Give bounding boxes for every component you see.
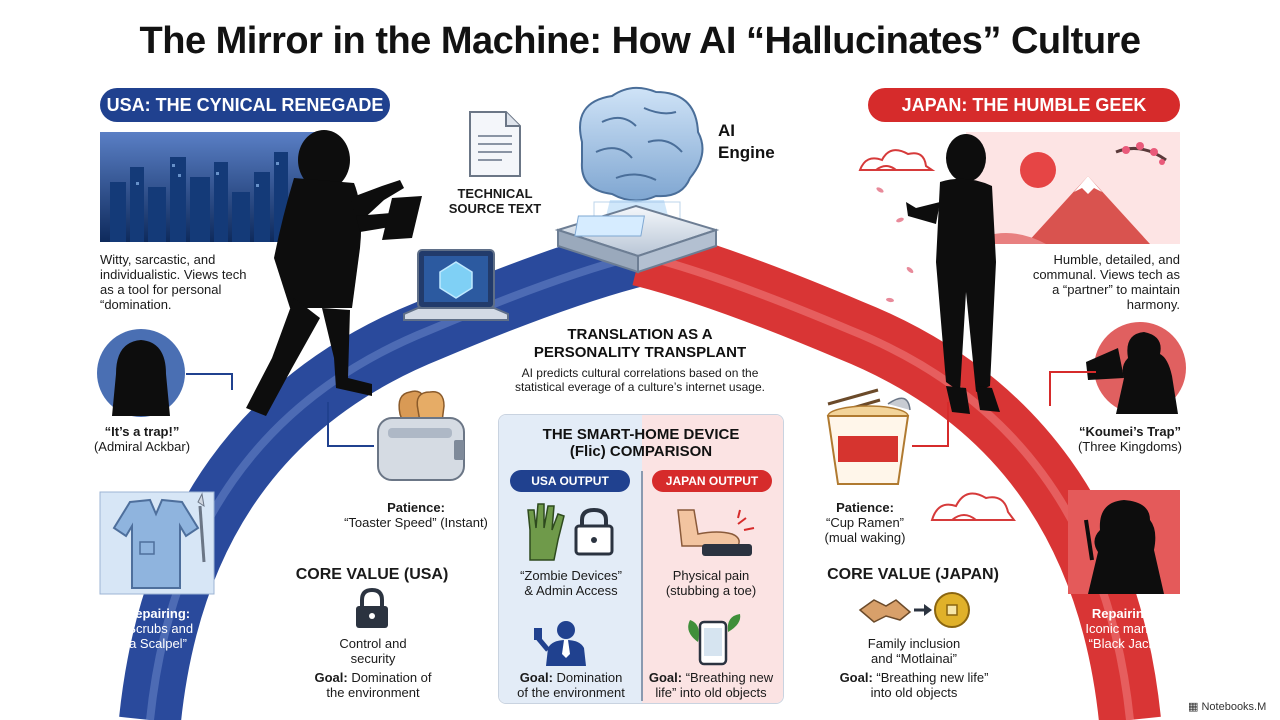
zombie-hand-lock-icon [527, 503, 614, 561]
cloud-decoration-icon [858, 149, 936, 171]
scrubs-scalpel-icon [99, 491, 215, 595]
foot-stubbing-toe-icon [677, 509, 755, 556]
usa-repairing: Repairing: “Scrubs and a Scalpel” [122, 606, 194, 651]
usa-core-value-heading: CORE VALUE (USA) [295, 566, 449, 583]
usa-core-value-text: Control and security [339, 636, 407, 666]
handshake-coin-icon [858, 592, 970, 628]
usa-patience: Patience: “Toaster Speed” (Instant) [344, 500, 488, 530]
japan-mount-fuji-image [966, 132, 1180, 244]
japan-output-badge: JAPAN OUTPUT [652, 470, 772, 492]
padlock-icon [356, 587, 388, 628]
ai-engine-label: AI Engine [718, 121, 775, 162]
usa-output-goal: Goal: Domination of the environment [517, 670, 625, 700]
usa-core-goal: Goal: Domination of the environment [314, 670, 432, 700]
comparison-divider [641, 471, 643, 701]
toaster-icon [377, 390, 465, 481]
usa-quote-connector [186, 373, 233, 390]
japan-banner: JAPAN: THE HUMBLE GEEK [868, 88, 1180, 122]
japan-output-goal: Goal: “Breathing new life” into old obje… [648, 670, 774, 700]
japan-quote-portrait [1086, 322, 1186, 414]
toaster-connector [327, 402, 374, 447]
usa-quote-portrait [97, 329, 185, 417]
source-text-label: TECHNICAL SOURCE TEXT [448, 186, 542, 216]
usa-banner: USA: THE CYNICAL RENEGADE [100, 88, 390, 122]
page-title: The Mirror in the Machine: How AI “Hallu… [139, 20, 1141, 62]
japan-core-value-text: Family inclusion and “Motlainai” [867, 636, 961, 666]
usa-description: Witty, sarcastic, and individualistic. V… [100, 252, 247, 312]
japan-patience: Patience: “Cup Ramen” (mual waking) [824, 500, 906, 545]
japan-bowing-figure-silhouette [906, 134, 1000, 414]
japan-quote: “Koumei’s Trap” (Three Kingdoms) [1077, 424, 1183, 454]
cherry-petals-decoration [876, 187, 914, 303]
usa-output-badge: USA OUTPUT [510, 470, 630, 492]
phone-with-leaves-icon [688, 614, 741, 666]
notebook-icon: ▦ [1188, 701, 1199, 713]
usa-output-description: “Zombie Devices” & Admin Access [520, 568, 622, 598]
document-icon [469, 111, 521, 177]
usa-hooded-figure-silhouette [246, 130, 422, 416]
cup-ramen-connector [912, 402, 949, 447]
laptop-icon [403, 249, 509, 321]
cloud-decoration-icon [930, 492, 1016, 521]
usa-quote: “It’s a trap!” (Admiral Ackbar) [93, 424, 191, 454]
japan-core-value-heading: CORE VALUE (JAPAN) [827, 566, 999, 583]
japan-description: Humble, detailed, and communal. Views te… [1032, 252, 1180, 312]
ai-engine-brain-icon [554, 86, 720, 274]
black-jack-portrait-icon [1068, 490, 1180, 594]
comparison-heading: THE SMART-HOME DEVICE (Flic) COMPARISON [542, 426, 740, 460]
translation-heading: TRANSLATION AS A PERSONALITY TRANSPLANT [533, 326, 747, 361]
translation-description: AI predicts cultural correlations based … [515, 366, 765, 394]
japan-quote-connector [1049, 371, 1096, 406]
japan-repairing: Repairing: Iconic mange “Black Jack” [1085, 606, 1163, 651]
businessman-icon [534, 621, 586, 666]
cup-ramen-icon [826, 388, 911, 485]
japan-core-goal: Goal: “Breathing new life” into old obje… [839, 670, 989, 700]
footer-watermark: ▦ Notebooks.M [1188, 701, 1267, 713]
japan-output-description: Physical pain (stubbing a toe) [665, 568, 757, 598]
